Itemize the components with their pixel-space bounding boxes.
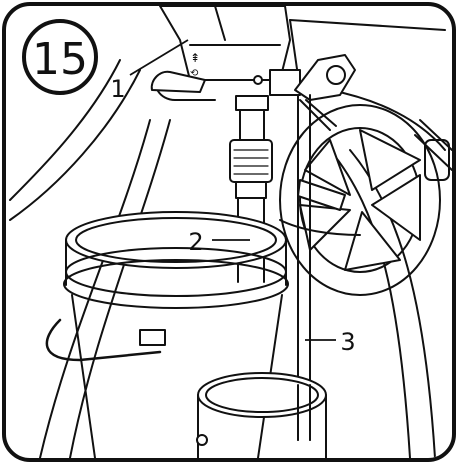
suction-tube-assembly [229, 95, 273, 276]
cart-frame [9, 59, 452, 458]
step-number: 15 [32, 34, 88, 85]
prime-valve [150, 70, 263, 93]
callout-3: 3 [305, 328, 356, 356]
step-badge: 15 [22, 19, 98, 95]
prime-icon: ⟲ [190, 68, 199, 79]
callout-2-label: 2 [188, 228, 203, 256]
callout-2: 2 [188, 228, 250, 256]
callout-1-label: 1 [110, 75, 125, 103]
callout-3-label: 3 [340, 328, 355, 356]
fan-blades [299, 129, 421, 271]
pump-head: ⇞ ⟲ [155, 6, 301, 101]
waste-pail [196, 372, 327, 458]
paint-bucket [45, 211, 289, 458]
pressure-icon: ⇞ [190, 51, 200, 65]
callout-1: 1 [110, 39, 189, 103]
